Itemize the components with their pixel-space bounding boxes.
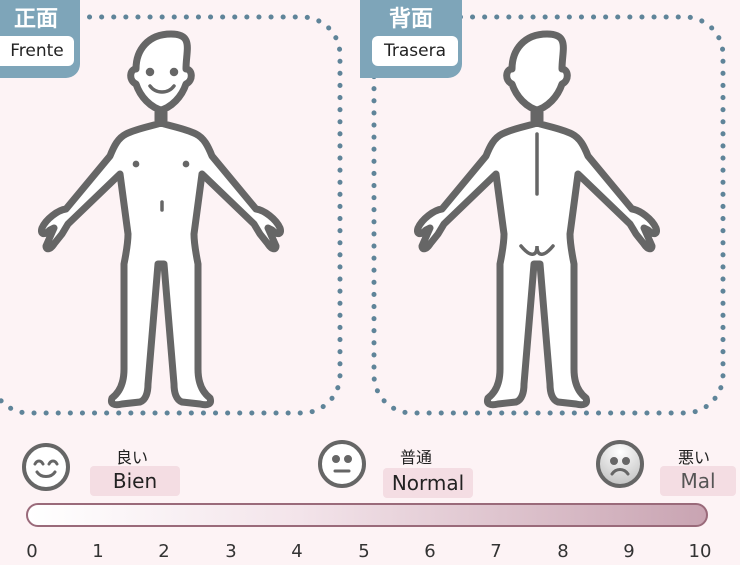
- tick-label[interactable]: 4: [291, 541, 303, 562]
- back-title: 背面: [388, 7, 433, 32]
- back-label: Trasera: [372, 36, 458, 66]
- good-face-icon[interactable]: [22, 443, 70, 491]
- tick-label[interactable]: 7: [490, 541, 502, 562]
- tick-label[interactable]: 2: [158, 541, 170, 562]
- pain-scale-slider[interactable]: [26, 503, 708, 527]
- good-label-es: Bien: [90, 466, 180, 496]
- tick-label[interactable]: 1: [92, 541, 104, 562]
- good-label-jp: 良い: [116, 448, 149, 467]
- bad-face-icon[interactable]: [596, 440, 644, 488]
- front-title: 正面: [13, 7, 58, 32]
- tick-label[interactable]: 3: [225, 541, 237, 562]
- bad-label-jp: 悪い: [678, 448, 711, 467]
- normal-label-jp: 普通: [400, 448, 433, 467]
- front-face-features: [132, 67, 190, 212]
- front-body-panel[interactable]: 正面 Frente: [0, 0, 343, 416]
- back-body-panel[interactable]: 背面 Trasera: [360, 0, 726, 416]
- front-dotted-frame: [0, 14, 343, 416]
- tick-label[interactable]: 8: [557, 541, 569, 562]
- front-label: Frente: [0, 36, 74, 66]
- tick-label[interactable]: 9: [623, 541, 635, 562]
- back-body-figure: [414, 30, 660, 409]
- back-dotted-frame: [371, 14, 726, 416]
- front-body-figure: [38, 30, 284, 409]
- tick-label[interactable]: 10: [688, 541, 712, 562]
- tick-label[interactable]: 0: [26, 541, 38, 562]
- back-tab: 背面 Trasera: [360, 0, 462, 78]
- front-tab: 正面 Frente: [0, 0, 80, 78]
- scale-ticks: 0 1 2 3 4 5 6 7 8 9 10: [0, 541, 740, 563]
- bad-label-es: Mal: [660, 466, 736, 496]
- back-details: [519, 132, 555, 256]
- neutral-face-icon[interactable]: [318, 440, 366, 488]
- tick-label[interactable]: 5: [358, 541, 370, 562]
- normal-label-es: Normal: [383, 468, 473, 498]
- tick-label[interactable]: 6: [424, 541, 436, 562]
